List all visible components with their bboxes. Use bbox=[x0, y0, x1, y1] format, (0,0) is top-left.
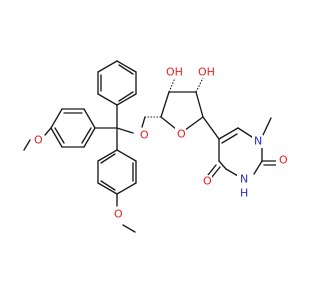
nh-nitrogen-label: N bbox=[240, 173, 248, 186]
ribose-ring-oxygen-label: O bbox=[177, 128, 186, 141]
ether-oxygen-label: O bbox=[140, 129, 149, 142]
carbonyl-oxygen-label-c4: O bbox=[203, 175, 212, 188]
atom-labels: OH OH O O O O N N H O O bbox=[34, 66, 288, 221]
molecule-structure: OH OH O O O O N N H O O bbox=[23, 60, 288, 233]
methoxy-oxygen-label-left: O bbox=[34, 134, 43, 147]
atom-label-backgrounds bbox=[32, 127, 287, 220]
bond-layer bbox=[23, 60, 277, 233]
stereo-bond-layer bbox=[145, 77, 220, 140]
hydroxyl-label-c3: OH bbox=[166, 66, 183, 79]
methoxy-oxygen-label-bottom: O bbox=[114, 208, 123, 221]
nh-hydrogen-label: H bbox=[240, 187, 248, 200]
n-methyl-nitrogen-label: N bbox=[254, 135, 262, 148]
hydroxyl-label-c2: OH bbox=[198, 66, 215, 79]
carbonyl-oxygen-label-c2: O bbox=[279, 154, 288, 167]
